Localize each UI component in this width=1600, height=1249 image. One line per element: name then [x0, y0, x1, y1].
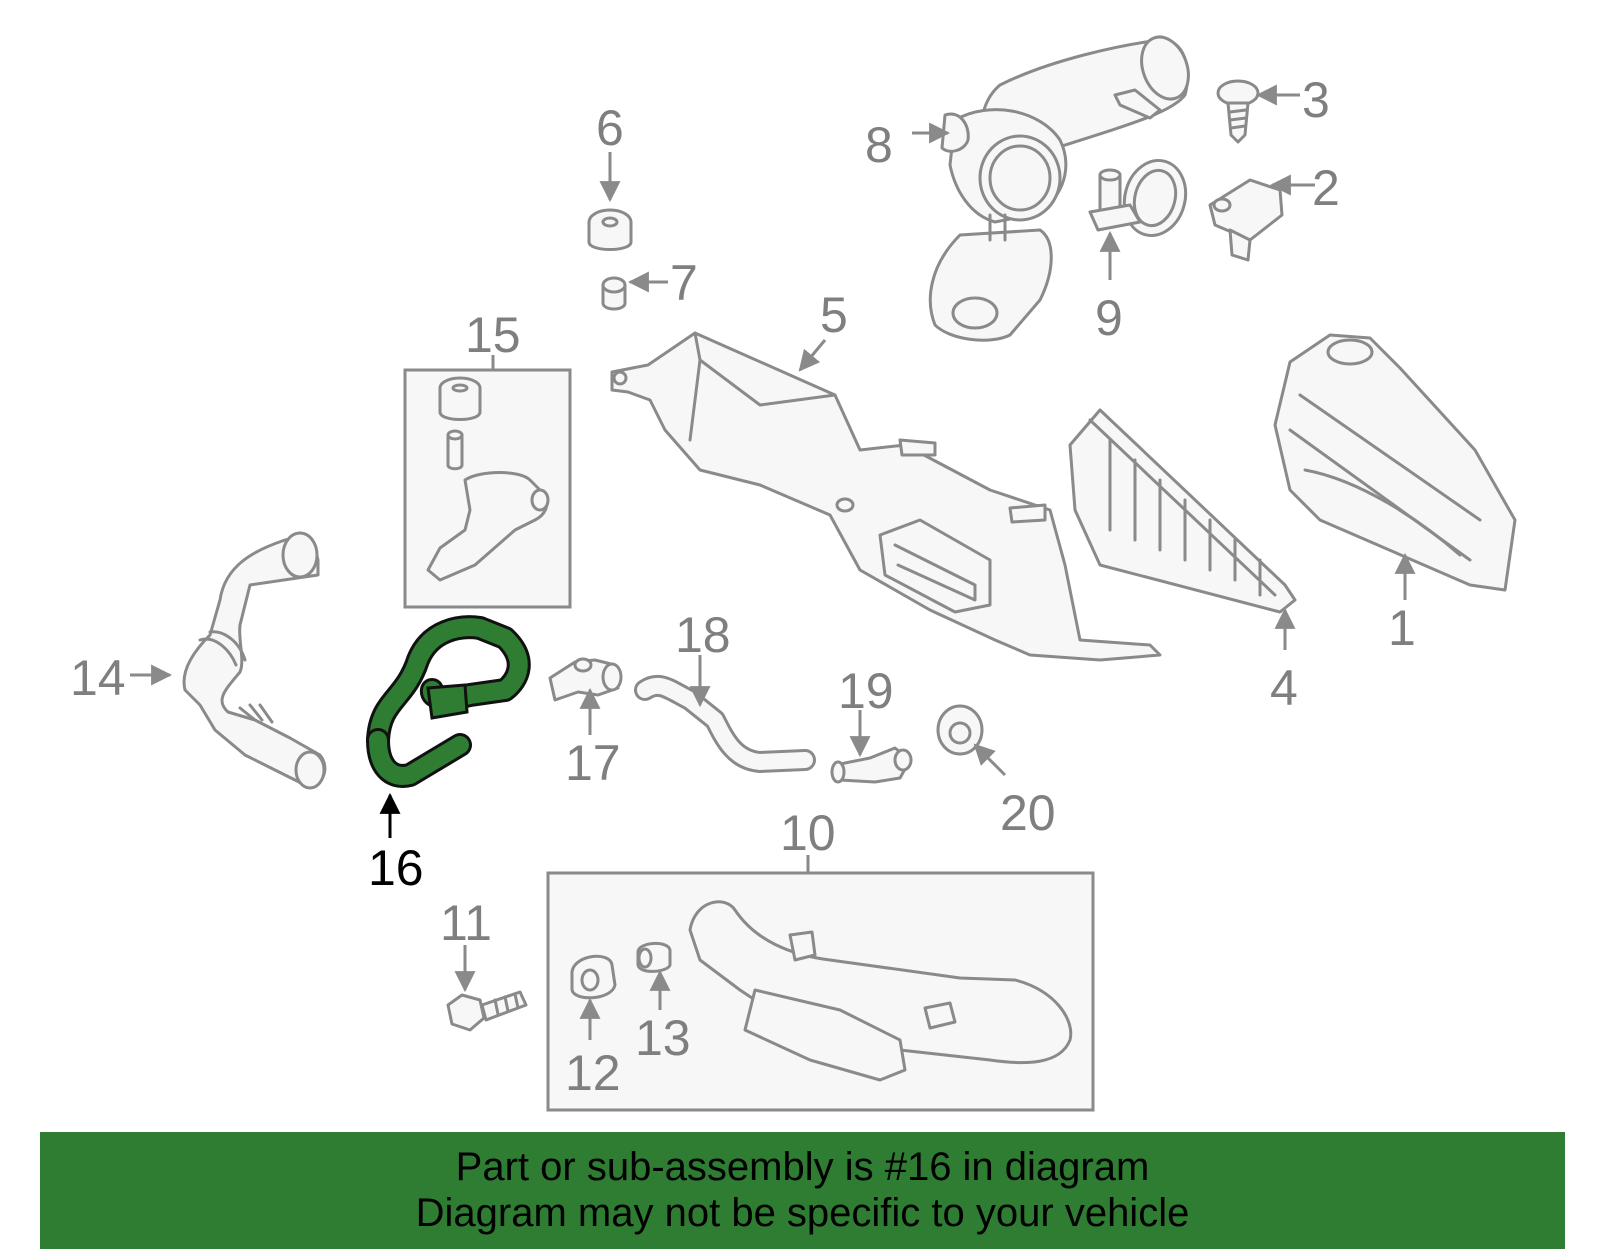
part-18-small-hose[interactable]: [634, 674, 816, 773]
part-2-sensor[interactable]: [1208, 178, 1284, 262]
part-3-screw[interactable]: [1216, 79, 1260, 144]
callout-13[interactable]: 13: [635, 1010, 691, 1066]
part-14-intake-hose[interactable]: [182, 531, 327, 790]
callout-6[interactable]: 6: [596, 100, 624, 156]
part-19-fitting[interactable]: [830, 746, 913, 784]
callout-11[interactable]: 11: [440, 895, 492, 951]
part-4-air-filter[interactable]: [1068, 408, 1297, 614]
callout-2[interactable]: 2: [1312, 160, 1340, 216]
callout-14[interactable]: 14: [70, 650, 126, 706]
leader-arrows: [130, 84, 1416, 1040]
callout-17[interactable]: 17: [565, 735, 621, 791]
info-banner: Part or sub-assembly is #16 in diagram D…: [40, 1132, 1565, 1249]
part-15-kit[interactable]: [403, 368, 572, 609]
part-12-grommet[interactable]: [570, 954, 617, 1000]
callout-9[interactable]: 9: [1095, 290, 1123, 346]
callout-16[interactable]: 16: [368, 840, 424, 896]
part-7-collar[interactable]: [601, 276, 627, 311]
callout-7[interactable]: 7: [670, 255, 698, 311]
callout-10[interactable]: 10: [780, 805, 836, 861]
callout-8[interactable]: 8: [865, 117, 893, 173]
part-5-lower-airbox[interactable]: [610, 331, 1162, 662]
callout-4[interactable]: 4: [1270, 660, 1298, 716]
part-10-kit[interactable]: [546, 871, 1095, 1112]
part-13-collar[interactable]: [636, 942, 672, 973]
callout-19[interactable]: 19: [838, 663, 894, 719]
part-20-grommet[interactable]: [936, 704, 984, 756]
banner-line-2: Diagram may not be specific to your vehi…: [415, 1191, 1190, 1235]
callout-labels: 1 2 3 4 5 6 7 8 9 10 11 12 13 14 15 16 1…: [70, 72, 1416, 1101]
callout-3[interactable]: 3: [1302, 72, 1330, 128]
part-11-bolt[interactable]: [446, 990, 528, 1032]
callout-12[interactable]: 12: [565, 1045, 621, 1101]
part-1-upper-airbox[interactable]: [1273, 333, 1517, 592]
callout-15[interactable]: 15: [465, 307, 521, 363]
callout-20[interactable]: 20: [1000, 785, 1056, 841]
callout-18[interactable]: 18: [675, 607, 731, 663]
callout-1[interactable]: 1: [1388, 600, 1416, 656]
callout-5[interactable]: 5: [820, 287, 848, 343]
part-8-intake-duct[interactable]: [928, 30, 1196, 342]
part-6-grommet[interactable]: [587, 208, 633, 251]
part-16-hose-highlighted[interactable]: [366, 615, 531, 788]
banner-line-1: Part or sub-assembly is #16 in diagram: [455, 1145, 1150, 1189]
part-17-elbow-fitting[interactable]: [548, 657, 623, 702]
part-9-clamp[interactable]: [1088, 154, 1194, 243]
